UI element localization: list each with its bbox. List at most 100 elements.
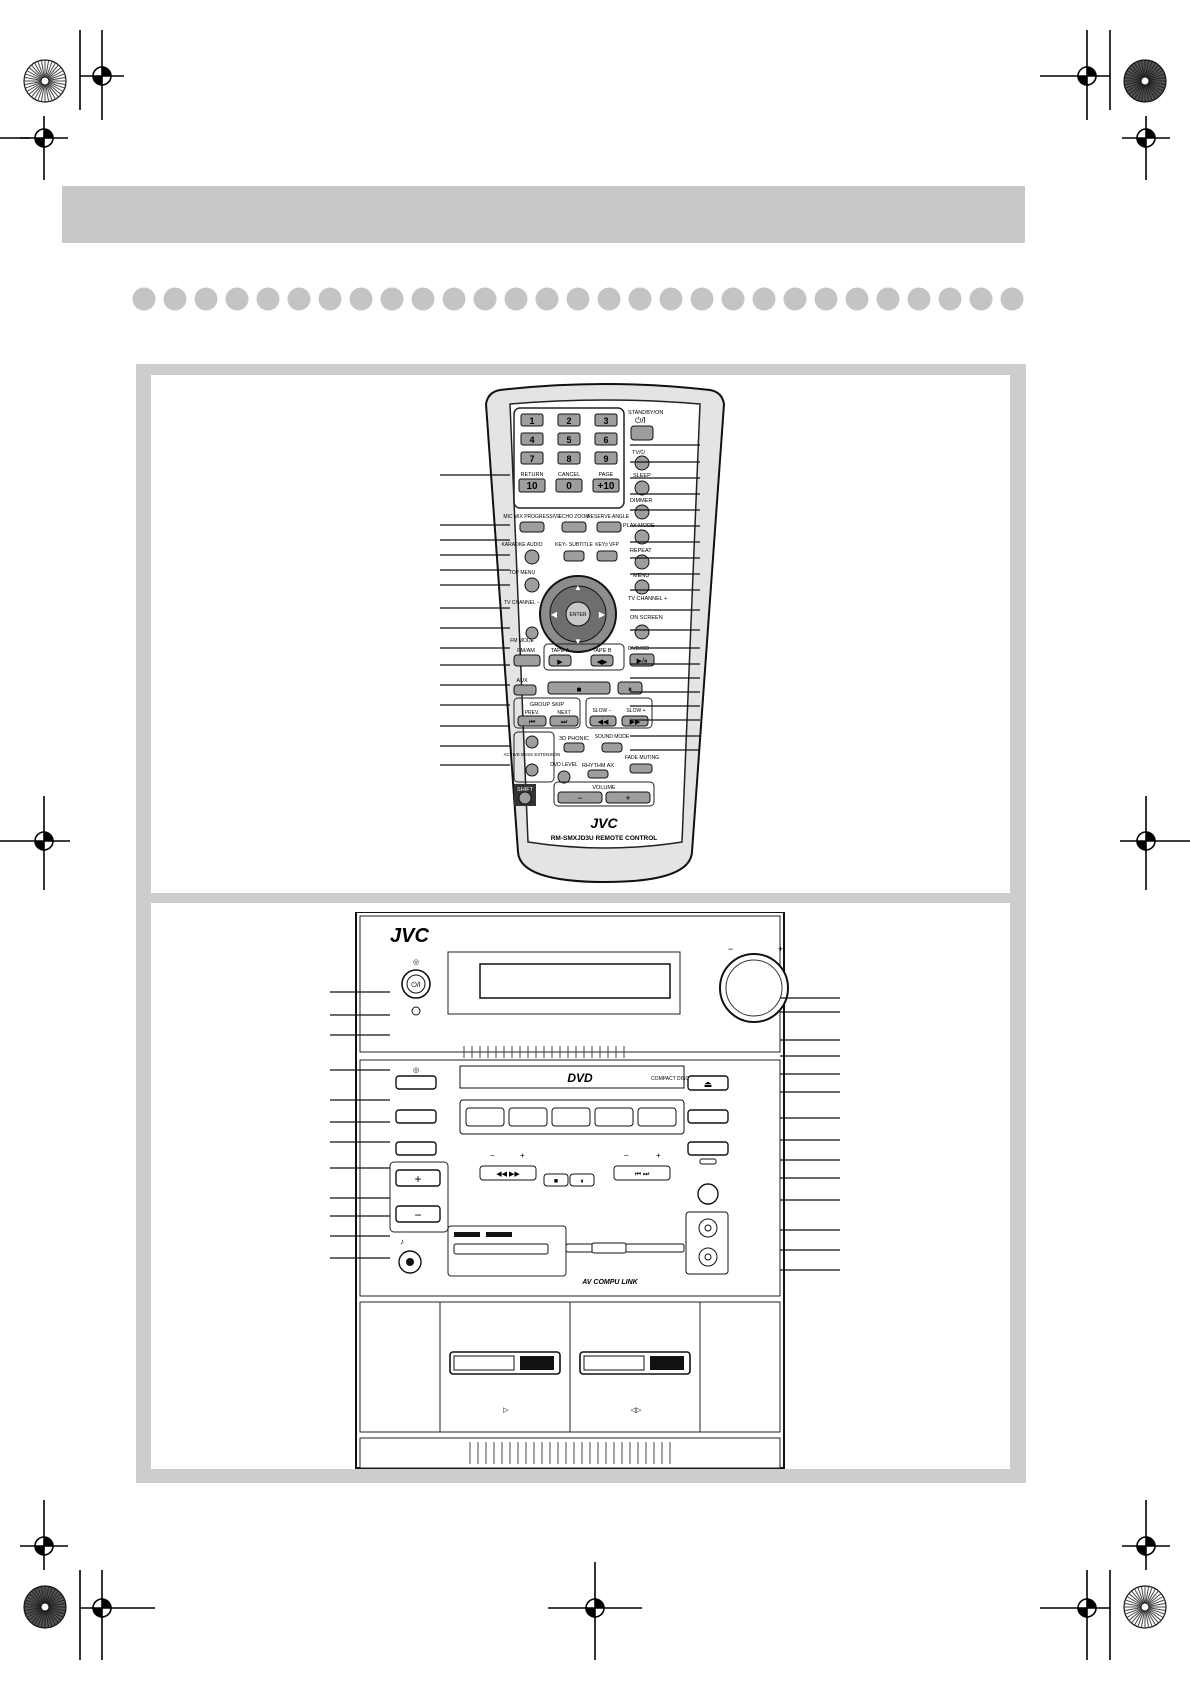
number-key-label: 5 <box>566 435 571 445</box>
standby-label: STANDBY/ON <box>628 410 663 416</box>
unit-lower-center-button[interactable] <box>591 1242 627 1254</box>
tv-channel-plus-label: TV CHANNEL + <box>628 596 667 602</box>
unit-search-icons: ◀◀ ▶▶ <box>496 1171 520 1178</box>
decorative-dot <box>938 287 962 311</box>
unit-standby-button[interactable] <box>401 969 431 999</box>
unit-left-button-1[interactable] <box>395 1075 437 1090</box>
tape-a-play-button[interactable] <box>548 654 572 667</box>
unit-skip-buttons[interactable] <box>613 1165 671 1181</box>
registration-mark-bottom-left-dark-starburst <box>22 1584 68 1635</box>
tv-power-button[interactable] <box>634 455 650 471</box>
volume-knob-minus: − <box>728 944 733 954</box>
cursor-down-icon: ▼ <box>574 637 582 646</box>
top-menu-button[interactable] <box>524 577 540 593</box>
unit-stop-button[interactable] <box>543 1173 569 1187</box>
next-skip-icon: ⏭ <box>561 719 568 726</box>
number-key-8[interactable] <box>557 451 581 465</box>
shift-button[interactable] <box>518 791 532 805</box>
number-key-4[interactable] <box>520 432 544 446</box>
dvd-cd-button[interactable] <box>629 653 655 667</box>
key-0[interactable] <box>555 478 583 493</box>
skip-minus: − <box>624 1151 629 1160</box>
next-skip-button[interactable] <box>549 715 579 727</box>
unit-left-button-3[interactable] <box>395 1141 437 1156</box>
disc-button-3[interactable] <box>551 1107 591 1127</box>
decorative-dot <box>163 287 187 311</box>
dvd-level-button[interactable] <box>557 770 571 784</box>
standby-lamp <box>411 1006 421 1016</box>
sound-mode-button[interactable] <box>601 742 623 753</box>
disc-button-1[interactable] <box>465 1107 505 1127</box>
rhythm-ax-label: RHYTHM AX <box>582 763 614 769</box>
disc-button-4[interactable] <box>594 1107 634 1127</box>
disc-button-5[interactable] <box>637 1107 677 1127</box>
mic-mix-label: MIC MIX PROGRESSIVE <box>503 514 561 520</box>
active-bass-down-button[interactable] <box>525 763 539 777</box>
reserve-angle-button[interactable] <box>596 521 622 533</box>
number-key-1[interactable] <box>520 413 544 427</box>
group-skip-label: GROUP SKIP <box>530 702 564 708</box>
active-bass-up-button[interactable] <box>525 735 539 749</box>
decorative-dot <box>690 287 714 311</box>
volume-plus-button[interactable] <box>605 791 651 804</box>
play-mode-button[interactable] <box>634 529 650 545</box>
unit-right-button-1[interactable] <box>687 1109 729 1124</box>
fast-forward-icon: ▶▶ <box>630 719 641 726</box>
unit-left-button-2[interactable] <box>395 1109 437 1124</box>
decorative-dot <box>535 287 559 311</box>
slow-minus-button[interactable] <box>589 715 617 727</box>
dimmer-button[interactable] <box>634 504 650 520</box>
key-vfp-button[interactable] <box>596 550 618 562</box>
number-key-5[interactable] <box>557 432 581 446</box>
on-screen-button[interactable] <box>634 624 650 640</box>
unit-right-button-2[interactable] <box>687 1141 729 1156</box>
enter-button[interactable] <box>565 601 591 627</box>
fm-am-button[interactable] <box>513 654 541 667</box>
aux-label: AUX <box>516 678 528 684</box>
unit-minus-icon: − <box>414 1208 421 1222</box>
mic-mix-button[interactable] <box>519 521 545 533</box>
unit-lower-left-button[interactable] <box>453 1243 549 1255</box>
decorative-dot <box>411 287 435 311</box>
sleep-button[interactable] <box>634 480 650 496</box>
volume-minus-button[interactable] <box>557 791 603 804</box>
key-10[interactable] <box>518 478 546 493</box>
dvd-logo: DVD <box>567 1071 593 1085</box>
key-plus10[interactable] <box>592 478 620 493</box>
rhythm-ax-button[interactable] <box>587 769 609 779</box>
unit-pause-button[interactable] <box>569 1173 595 1187</box>
fm-am-label: FM/AM <box>517 648 535 654</box>
fm-mode-button[interactable] <box>525 626 539 640</box>
unit-minus-button[interactable] <box>395 1205 441 1223</box>
key-subtitle-button[interactable] <box>563 550 585 562</box>
remote-callout-lines <box>440 444 700 766</box>
unit-brand-logo: JVC <box>390 925 429 947</box>
volume-knob-plus: + <box>778 944 783 954</box>
disc-button-2[interactable] <box>508 1107 548 1127</box>
number-key-9[interactable] <box>594 451 618 465</box>
reserve-angle-label: RESERVE ANGLE <box>587 514 630 520</box>
number-key-6[interactable] <box>594 432 618 446</box>
standby-button[interactable] <box>630 425 654 441</box>
number-key-3[interactable] <box>594 413 618 427</box>
slow-plus-button[interactable] <box>621 715 649 727</box>
echo-zoom-button[interactable] <box>561 521 587 533</box>
key-vfp-label: KEY♯ VFP <box>595 542 619 548</box>
number-key-7[interactable] <box>520 451 544 465</box>
unit-plus-button[interactable] <box>395 1169 441 1187</box>
unit-eject-button[interactable] <box>687 1075 729 1091</box>
tape-b-play-button[interactable] <box>590 654 614 667</box>
number-key-2[interactable] <box>557 413 581 427</box>
fade-muting-button[interactable] <box>629 763 653 774</box>
decorative-dot <box>380 287 404 311</box>
mic-jack[interactable] <box>697 1183 719 1205</box>
decorative-dot <box>1000 287 1024 311</box>
karaoke-audio-button[interactable] <box>524 549 540 565</box>
aux-button[interactable] <box>513 684 537 696</box>
unit-search-buttons[interactable] <box>479 1165 537 1181</box>
pause-button[interactable] <box>617 681 643 695</box>
prev-skip-button[interactable] <box>517 715 547 727</box>
3d-phonic-button[interactable] <box>563 742 585 753</box>
stop-button[interactable] <box>547 681 611 695</box>
